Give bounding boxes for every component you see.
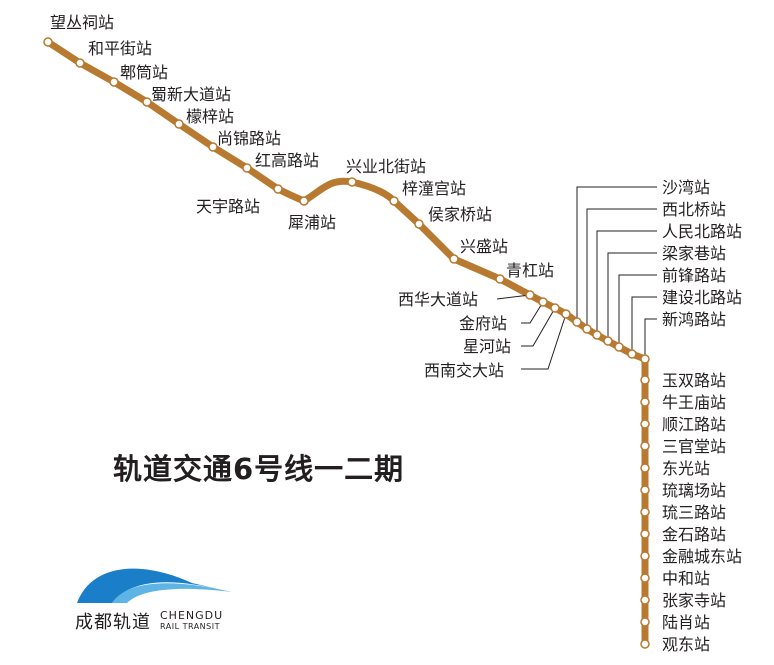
logo-text-en: CHENGDU: [160, 609, 224, 622]
station-dot[interactable]: [640, 397, 650, 407]
leader-line: [521, 313, 567, 370]
station-dot[interactable]: [43, 37, 53, 47]
station-label: 兴业北街站: [346, 157, 426, 176]
station-label: 三官堂站: [662, 437, 726, 456]
station-dot[interactable]: [572, 317, 582, 327]
station-dot[interactable]: [627, 349, 637, 359]
leader-line: [521, 307, 556, 347]
station-dot[interactable]: [582, 324, 592, 334]
station-dot[interactable]: [495, 274, 505, 284]
station-label: 犀浦站: [288, 213, 336, 232]
station-label: 金融城东站: [662, 547, 742, 566]
station-label: 琉三路站: [662, 503, 726, 522]
station-label: 金石路站: [662, 525, 726, 544]
station-dot[interactable]: [242, 163, 252, 173]
station-dot[interactable]: [640, 529, 650, 539]
station-label: 梓潼宫站: [402, 179, 466, 198]
station-label: 望丛祠站: [50, 13, 114, 32]
station-dot[interactable]: [640, 354, 650, 364]
station-dot[interactable]: [525, 290, 535, 300]
station-dot[interactable]: [538, 297, 548, 307]
station-dot[interactable]: [273, 184, 283, 194]
station-dot[interactable]: [75, 58, 85, 68]
station-dot[interactable]: [208, 142, 218, 152]
station-label: 东光站: [662, 459, 710, 478]
station-dot[interactable]: [603, 336, 613, 346]
station-label: 陆肖站: [662, 613, 710, 632]
station-label: 兴盛站: [460, 237, 508, 256]
line-6-track: [44, 38, 649, 648]
station-label: 青杠站: [506, 261, 554, 280]
logo-text-en-sub: RAIL TRANSIT: [160, 622, 220, 631]
station-label: 建设北路站: [662, 288, 742, 307]
station-label: 红高路站: [255, 151, 319, 170]
station-label: 侯家桥站: [428, 205, 492, 224]
leader-line: [607, 252, 657, 341]
station-dot[interactable]: [640, 419, 650, 429]
station-dot[interactable]: [640, 507, 650, 517]
leader-line: [496, 294, 531, 300]
leader-line: [618, 274, 657, 347]
station-dot[interactable]: [640, 375, 650, 385]
station-label: 西北桥站: [662, 200, 726, 219]
station-dot[interactable]: [174, 119, 184, 129]
station-dot[interactable]: [449, 254, 459, 264]
station-dot[interactable]: [640, 551, 650, 561]
leader-line: [576, 186, 657, 322]
station-dot[interactable]: [389, 196, 399, 206]
station-label: 玉双路站: [662, 371, 726, 390]
station-label: 琉璃场站: [662, 481, 726, 500]
station-label: 顺江路站: [662, 415, 726, 434]
station-dot[interactable]: [640, 617, 650, 627]
station-label: 前锋路站: [662, 266, 726, 285]
station-label: 郫筒站: [120, 63, 168, 82]
leader-lines: [496, 186, 657, 370]
leader-line: [631, 296, 657, 354]
station-label: 牛王庙站: [662, 393, 726, 412]
leader-line: [586, 208, 657, 329]
leader-line: [521, 301, 544, 324]
station-dot[interactable]: [640, 441, 650, 451]
station-dot[interactable]: [640, 463, 650, 473]
station-label: 西南交大站: [424, 361, 504, 380]
station-dot[interactable]: [592, 330, 602, 340]
station-label: 张家寺站: [662, 591, 726, 610]
station-label: 蜀新大道站: [151, 85, 231, 104]
station-label: 天宇路站: [196, 197, 260, 216]
station-label: 梁家巷站: [662, 244, 726, 263]
station-label: 观东站: [662, 635, 710, 654]
station-dot[interactable]: [614, 342, 624, 352]
station-dot[interactable]: [299, 196, 309, 206]
chengdu-metro-logo-icon: [77, 568, 232, 603]
station-dot[interactable]: [347, 177, 357, 187]
station-dot[interactable]: [561, 309, 571, 319]
station-label: 西华大道站: [398, 290, 478, 309]
station-label: 人民北路站: [662, 222, 742, 241]
station-label: 新鸿路站: [662, 310, 726, 329]
logo-text-cn: 成都轨道: [75, 612, 151, 633]
station-dot[interactable]: [414, 219, 424, 229]
station-dot[interactable]: [640, 639, 650, 649]
leader-line: [596, 230, 657, 335]
station-label: 星河站: [463, 337, 511, 356]
station-label: 中和站: [662, 569, 710, 588]
station-dot[interactable]: [640, 485, 650, 495]
station-label: 尚锦路站: [217, 129, 281, 148]
station-dot[interactable]: [142, 97, 152, 107]
station-label: 沙湾站: [662, 178, 710, 197]
station-dots: [43, 37, 650, 649]
station-dot[interactable]: [109, 77, 119, 87]
station-dot[interactable]: [640, 573, 650, 583]
station-label: 檬梓站: [186, 107, 234, 126]
station-label: 和平街站: [88, 39, 152, 58]
map-title: 轨道交通6号线一二期: [113, 452, 405, 486]
leader-line: [644, 318, 657, 359]
station-label: 金府站: [459, 314, 507, 333]
station-dot[interactable]: [550, 303, 560, 313]
station-dot[interactable]: [640, 595, 650, 605]
